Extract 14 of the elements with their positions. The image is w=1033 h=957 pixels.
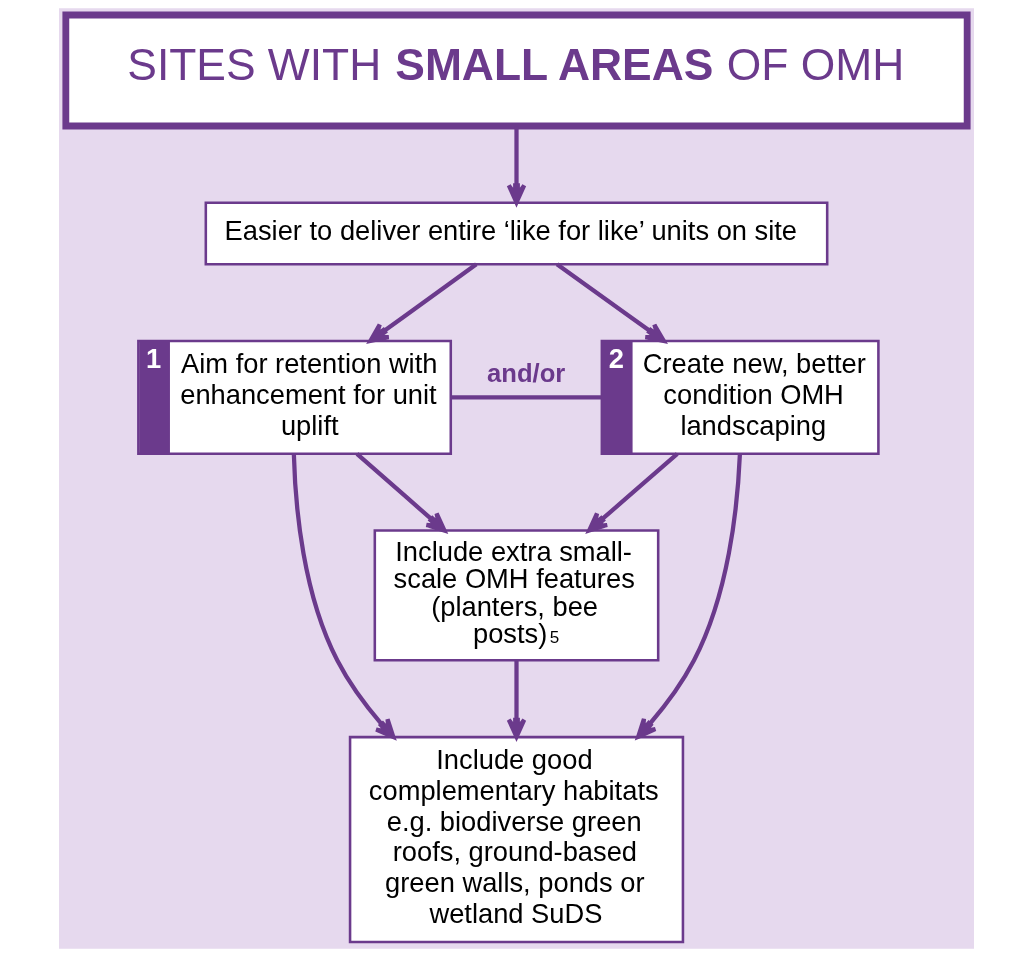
arrow: [368, 262, 478, 344]
arrow: [506, 126, 527, 205]
node-box: SITES WITH SMALL AREAS OF OMH: [62, 11, 971, 130]
arrow: [291, 454, 396, 740]
arrow: [355, 452, 447, 533]
arrow: [506, 660, 527, 739]
edge-label: and/or: [487, 359, 566, 388]
arrow: [636, 454, 743, 739]
node-box: Easier to deliver entire ‘like for like’ units on site: [204, 201, 829, 266]
node-box: Include extra small-scale OMH features (planters, bee posts)5: [373, 529, 660, 662]
node-box: Include good complementary habitats e.g. biodiverse green roofs, ground-based green walls, ponds or wetland SuDS: [348, 735, 685, 944]
arrow: [587, 452, 679, 533]
connector: [451, 395, 602, 400]
arrow: [555, 262, 666, 344]
